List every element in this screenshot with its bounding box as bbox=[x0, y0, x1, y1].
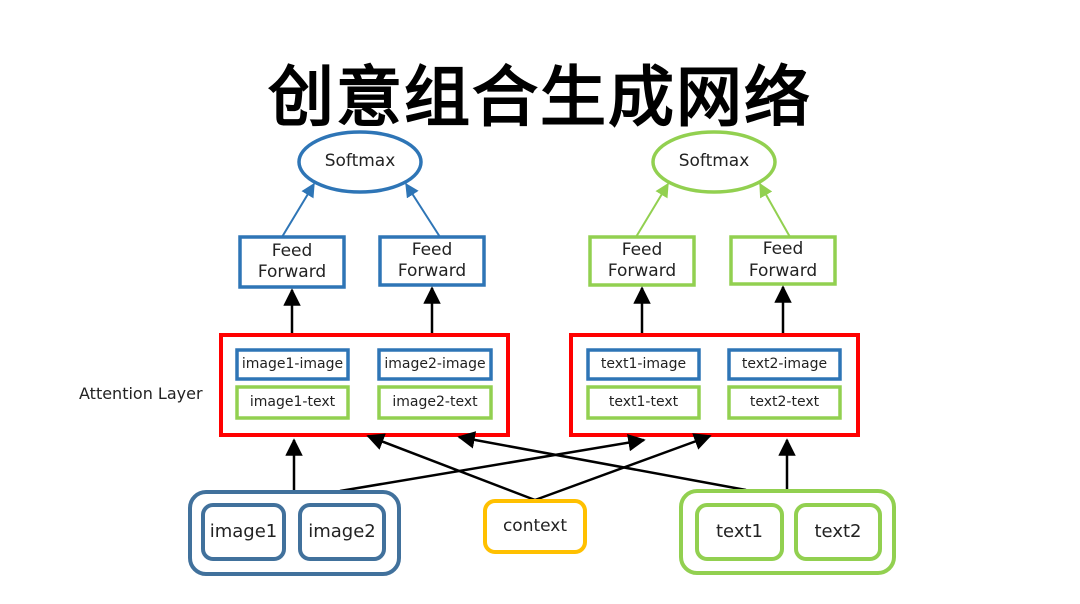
context-box bbox=[483, 499, 587, 554]
right-softmax-label: Softmax bbox=[678, 151, 750, 172]
right-softmax-ellipse bbox=[651, 130, 777, 194]
text1-to-left-att-arrow bbox=[457, 431, 747, 492]
left-ff1-box bbox=[238, 235, 346, 289]
image2-to-right-att-arrow bbox=[339, 433, 646, 493]
left-att-image1-text-label: image1-text bbox=[249, 393, 336, 410]
right-att-text2-text-label: text2-text bbox=[749, 393, 820, 410]
right-ff1-box bbox=[588, 235, 696, 287]
right-att-text2-text-box bbox=[727, 385, 842, 420]
image2-box bbox=[298, 503, 386, 561]
right-ff2-label: Feed Forward bbox=[748, 239, 818, 281]
left-att-image1-image-box bbox=[235, 348, 350, 381]
text2-label: text2 bbox=[814, 520, 862, 542]
left-softmax-label: Softmax bbox=[324, 151, 396, 172]
left-ff2-to-softmax-arrow bbox=[405, 182, 441, 238]
left-att-image2-image-label: image2-image bbox=[384, 355, 486, 372]
image1-label: image1 bbox=[209, 520, 278, 542]
left-att-image2-text-label: image2-text bbox=[392, 393, 478, 410]
left-att-image1-image-label: image1-image bbox=[241, 355, 344, 372]
right-ff1-label: Feed Forward bbox=[607, 239, 677, 281]
text1-box bbox=[695, 503, 784, 561]
left-ff1-label: Feed Forward bbox=[257, 240, 327, 282]
right-ff1-to-softmax-arrow bbox=[635, 182, 669, 238]
left-att-image1-text-box bbox=[235, 385, 350, 420]
left-ff1-to-softmax-arrow bbox=[281, 182, 315, 238]
image1-box bbox=[201, 503, 286, 561]
right-att-text1-text-label: text1-text bbox=[608, 393, 679, 410]
left-ff2-box bbox=[378, 235, 486, 287]
right-att-text1-image-box bbox=[586, 348, 701, 381]
text1-label: text1 bbox=[716, 520, 763, 542]
attention-layer-label: Attention Layer bbox=[79, 384, 203, 403]
context-to-left-att-arrow bbox=[366, 433, 536, 502]
right-att-text1-image-label: text1-image bbox=[600, 355, 687, 372]
left-att-image2-text-box bbox=[377, 385, 493, 420]
right-ff2-box bbox=[729, 235, 837, 286]
text2-box bbox=[794, 503, 882, 561]
image2-label: image2 bbox=[308, 520, 376, 542]
right-att-text1-text-box bbox=[586, 385, 701, 420]
left-ff2-label: Feed Forward bbox=[397, 239, 467, 281]
context-label: context bbox=[502, 515, 568, 536]
left-softmax-ellipse bbox=[297, 130, 423, 194]
right-att-text2-image-box bbox=[727, 348, 842, 381]
left-att-image2-image-box bbox=[377, 348, 493, 381]
page-title: 创意组合生成网络 bbox=[268, 59, 812, 136]
right-ff2-to-softmax-arrow bbox=[759, 182, 791, 238]
right-att-text2-image-label: text2-image bbox=[741, 355, 828, 372]
